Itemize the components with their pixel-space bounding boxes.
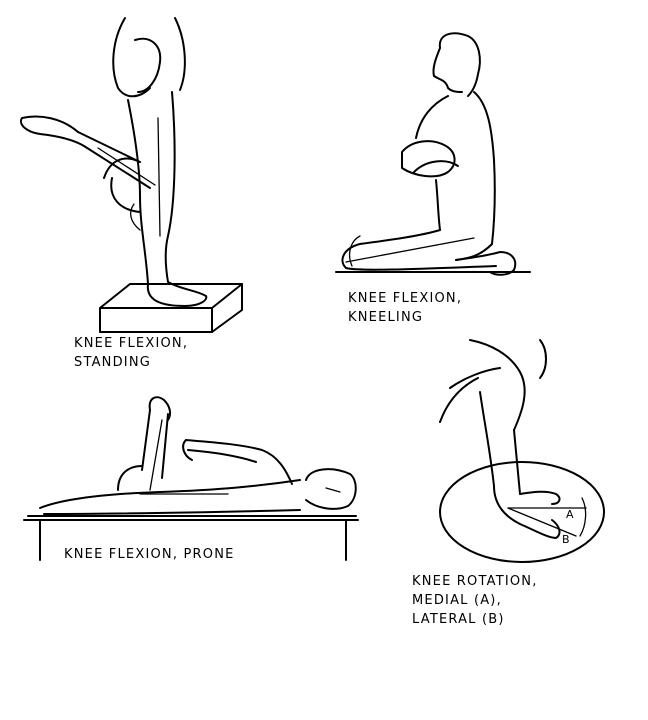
marker-a-label: A	[566, 508, 574, 521]
caption-rotation-line-2: MEDIAL (A),	[412, 593, 502, 608]
caption-rotation: KNEE ROTATION, MEDIAL (A), LATERAL (B)	[412, 572, 538, 629]
caption-prone: KNEE FLEXION, PRONE	[64, 545, 235, 564]
caption-kneeling: KNEE FLEXION, KNEELING	[348, 289, 462, 327]
caption-prone-line-1: KNEE FLEXION, PRONE	[64, 547, 235, 562]
standing-figure	[20, 17, 243, 333]
kneeling-figure	[335, 32, 531, 276]
caption-standing: KNEE FLEXION, STANDING	[74, 334, 188, 372]
rotation-figure: A B	[439, 339, 605, 563]
caption-rotation-line-1: KNEE ROTATION,	[412, 574, 538, 589]
prone-figure	[23, 396, 359, 561]
caption-kneeling-line-2: KNEELING	[348, 310, 424, 325]
marker-b-label: B	[562, 533, 570, 546]
caption-rotation-line-3: LATERAL (B)	[412, 612, 505, 627]
caption-standing-line-2: STANDING	[74, 355, 152, 370]
caption-kneeling-line-1: KNEE FLEXION,	[348, 291, 463, 306]
caption-standing-line-1: KNEE FLEXION,	[74, 336, 189, 351]
